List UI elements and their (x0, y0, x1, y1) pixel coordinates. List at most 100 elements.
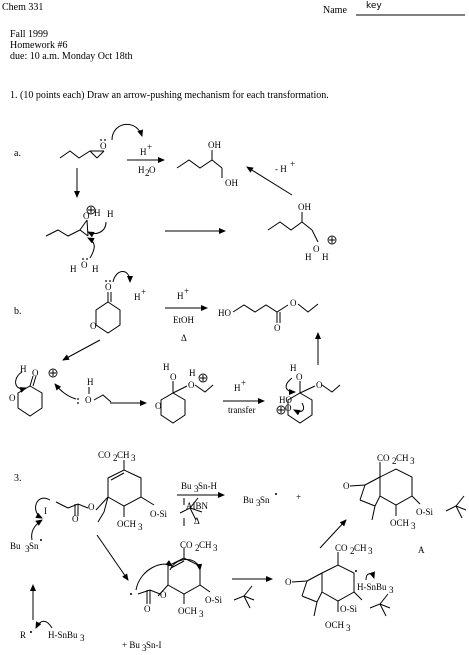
svg-text:O: O (285, 403, 292, 413)
svg-text:3: 3 (194, 484, 199, 494)
svg-text:O: O (72, 514, 79, 524)
svg-text:CO: CO (180, 540, 193, 550)
svg-text:H-SnBu: H-SnBu (48, 630, 78, 640)
svg-text:3: 3 (346, 623, 351, 633)
svg-text:O: O (296, 372, 303, 382)
lactone-structure: O O (90, 271, 133, 334)
svg-text:CO: CO (335, 543, 348, 553)
svg-text:CH: CH (396, 453, 409, 463)
deprotonation-label: - H (275, 164, 287, 174)
initiator-curly-arrow (35, 620, 53, 629)
svg-text:Bu: Bu (181, 481, 192, 491)
svg-text:Bu: Bu (10, 541, 21, 551)
tetrahedral-intermediate: O H O H O (155, 362, 214, 424)
svg-text:OCH: OCH (390, 518, 410, 528)
svg-text:3: 3 (256, 498, 261, 508)
svg-text:O: O (105, 282, 112, 292)
svg-text:OH: OH (208, 140, 221, 150)
svg-text:O: O (88, 502, 95, 512)
epoxide-structure: O (59, 139, 107, 159)
q3-cyclization-arrow (96, 534, 129, 581)
question-1-instruction: 1. (10 points each) Draw an arrow-pushin… (10, 90, 329, 101)
svg-text:Sn: Sn (29, 541, 39, 551)
svg-text:CO: CO (98, 450, 111, 460)
svg-text:R: R (20, 630, 26, 640)
svg-text:HO: HO (279, 395, 292, 405)
svg-text:+: + (296, 492, 301, 502)
svg-text:2: 2 (113, 453, 118, 463)
svg-text:+: + (290, 159, 295, 169)
svg-text:H: H (234, 383, 241, 393)
svg-text:O-Si: O-Si (416, 507, 434, 517)
svg-text:+: + (141, 287, 146, 297)
svg-text:Sn: Sn (260, 495, 270, 505)
protonation-curly-arrow (111, 124, 143, 141)
svg-text:3: 3 (25, 544, 30, 554)
svg-text:O: O (32, 368, 39, 378)
svg-text:O-Si: O-Si (340, 604, 358, 614)
svg-text:2: 2 (392, 456, 397, 466)
homework-number: Homework #6 (10, 40, 68, 51)
due-date: due: 10 a.m. Monday Oct 18th (10, 51, 133, 62)
svg-text:H: H (87, 377, 94, 387)
svg-text:O: O (170, 372, 177, 382)
svg-text:H: H (305, 252, 312, 262)
svg-text:H: H (92, 264, 99, 274)
svg-text:+: + (241, 378, 246, 388)
question-3-label: 3. (14, 473, 22, 484)
protonated-lactone: O H O (9, 364, 58, 417)
svg-text:O: O (155, 401, 162, 411)
part-b-proton: H (134, 292, 141, 302)
svg-text:3: 3 (410, 456, 415, 466)
q3-byproduct: + Bu (122, 640, 140, 650)
course-title: Chem 331 (2, 2, 44, 13)
svg-text:H: H (322, 252, 329, 262)
ethanol: H O (54, 377, 112, 405)
svg-text:+: + (147, 142, 152, 152)
svg-text:OH: OH (225, 178, 238, 188)
svg-text:H: H (163, 362, 170, 372)
svg-text:Bu: Bu (243, 495, 254, 505)
product-a-label: A (418, 545, 425, 555)
svg-text:O: O (316, 380, 323, 390)
svg-text:O: O (285, 577, 292, 587)
part-a-reagent-water: H (138, 165, 145, 175)
svg-text:2: 2 (145, 168, 150, 178)
svg-text:O: O (83, 211, 90, 221)
svg-text:O: O (343, 481, 350, 491)
svg-text:CH: CH (199, 540, 212, 550)
svg-text:H: H (70, 264, 77, 274)
svg-text:3: 3 (213, 543, 218, 553)
svg-text:I: I (44, 506, 47, 516)
svg-text:O: O (149, 165, 156, 175)
svg-text:H: H (290, 363, 297, 373)
diol-product: OH OH (176, 140, 238, 188)
svg-text:O: O (85, 395, 92, 405)
svg-text:+: + (184, 286, 189, 296)
part-a-label: a. (14, 148, 21, 159)
svg-text:3: 3 (142, 643, 147, 653)
protonated-epoxide: O H H (45, 205, 114, 238)
epoxide-o: O (100, 141, 107, 151)
svg-text:O: O (188, 380, 195, 390)
svg-text:3: 3 (80, 633, 85, 643)
svg-text:H: H (189, 368, 196, 378)
svg-text:H: H (177, 291, 184, 301)
svg-text:CO: CO (377, 453, 390, 463)
svg-text:O: O (81, 260, 88, 270)
name-value: key (366, 1, 382, 11)
svg-text:OCH: OCH (117, 519, 137, 529)
water-nucleophile: H O H (70, 237, 99, 274)
q3-radical-intermediate: CO 2 CH 3 O O O-Si OCH 3 (130, 540, 255, 619)
svg-text:3: 3 (199, 609, 204, 619)
svg-text:O: O (90, 321, 97, 331)
oxonium-intermediate: OH O H H (267, 202, 337, 262)
svg-text:3: 3 (138, 522, 143, 532)
part-b-down-arrow (62, 339, 101, 361)
q3-product-a: O CO 2 CH 3 O-Si OCH 3 (343, 453, 467, 531)
svg-text:OCH: OCH (325, 620, 345, 630)
tin-attack-arrow (31, 519, 43, 541)
svg-text:Sn-H: Sn-H (198, 481, 218, 491)
part-b-label: b. (14, 306, 22, 317)
